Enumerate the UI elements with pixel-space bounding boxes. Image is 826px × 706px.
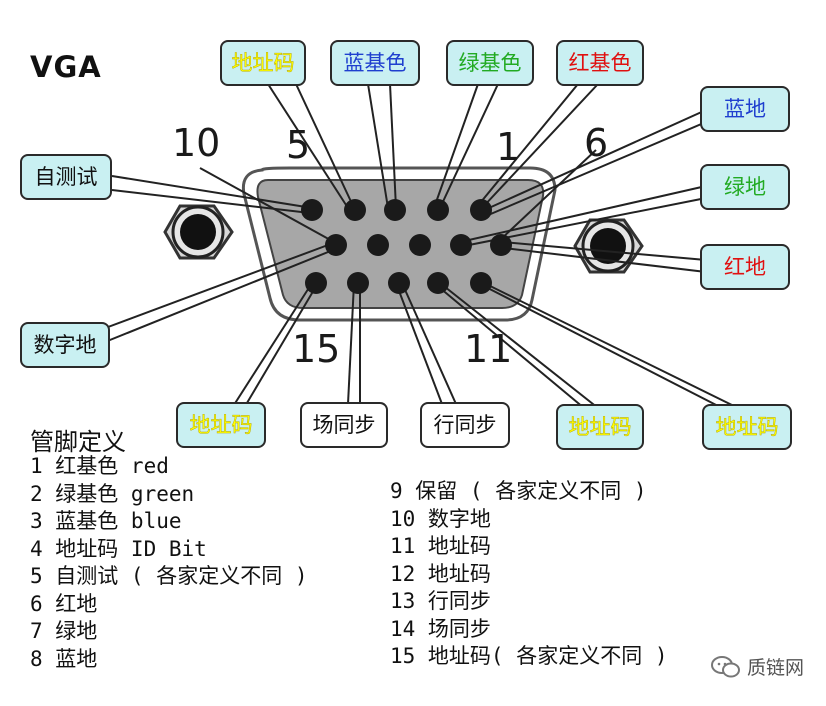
pin-number-5: 5: [286, 123, 311, 167]
callout-blue-base: 蓝基色: [330, 40, 420, 86]
pin-definition-list-right: 9 保留 ( 各家定义不同 ) 10 数字地 11 地址码 12 地址码 13 …: [390, 478, 668, 671]
pin-11: [470, 272, 492, 294]
diagram-title: VGA: [30, 50, 102, 84]
callout-address-code-bottom-right: 地址码: [702, 404, 792, 450]
pin-6: [490, 234, 512, 256]
pin-number-15: 15: [292, 327, 341, 371]
callout-blue-ground: 蓝地: [700, 86, 790, 132]
pin-1: [470, 199, 492, 221]
pin-14: [347, 272, 369, 294]
callout-address-code-bottom-left: 地址码: [176, 402, 266, 448]
pin-grid: [301, 199, 512, 294]
pin-10: [325, 234, 347, 256]
pin-definition-row: 10 数字地: [390, 506, 491, 531]
pin-number-11: 11: [464, 327, 513, 371]
pin-12: [427, 272, 449, 294]
pin-definition-row: 2 绿基色 green: [30, 481, 195, 506]
pin-definition-row: 3 蓝基色 blue: [30, 509, 182, 533]
wechat-icon: [710, 655, 741, 679]
pin-13: [388, 272, 410, 294]
pin-definition-row: 13 行同步: [390, 589, 491, 613]
pin-2: [427, 199, 449, 221]
callout-address-code-top: 地址码: [220, 40, 306, 86]
callout-green-ground: 绿地: [700, 164, 790, 210]
pin-definition-row: 6 红地: [30, 591, 98, 616]
pin-definition-row: 1 红基色 red: [30, 454, 169, 478]
pin-3: [384, 199, 406, 221]
pin-15: [305, 272, 327, 294]
watermark: 质链网: [710, 653, 804, 680]
pin-definition-heading: 管脚定义: [30, 428, 126, 456]
pin-definition-row: 7 绿地: [30, 619, 98, 643]
pin-definition-row: 5 自测试 ( 各家定义不同 ): [30, 564, 308, 588]
callout-hsync: 行同步: [420, 402, 510, 448]
leader-lines: [99, 83, 739, 409]
pin-5: [301, 199, 323, 221]
pin-8: [409, 234, 431, 256]
pin-definition-row: 12 地址码: [390, 561, 491, 586]
pin-7: [450, 234, 472, 256]
callout-vsync: 场同步: [300, 402, 388, 448]
pin-definition-list-left: 1 红基色 red 2 绿基色 green 3 蓝基色 blue 4 地址码 I…: [30, 453, 308, 673]
callout-self-test: 自测试: [20, 154, 112, 200]
pin-definition-row: 14 场同步: [390, 616, 491, 641]
pin-4: [344, 199, 366, 221]
pin-number-10: 10: [172, 121, 221, 165]
left-screw: [163, 204, 234, 260]
pin-number-6: 6: [584, 121, 609, 165]
pin-definition-row: 8 蓝地: [30, 646, 98, 671]
callout-address-code-bottom-mid: 地址码: [556, 404, 644, 450]
pin-definition-row: 15 地址码( 各家定义不同 ): [390, 644, 668, 668]
callout-digital-ground: 数字地: [20, 322, 110, 368]
pin-number-1: 1: [496, 125, 521, 169]
pin-definition-row: 9 保留 ( 各家定义不同 ): [390, 479, 647, 503]
pin-definition-row: 4 地址码 ID Bit: [30, 536, 207, 561]
callout-green-base: 绿基色: [446, 40, 534, 86]
pin-9: [367, 234, 389, 256]
pin-definition-row: 11 地址码: [390, 534, 491, 558]
callout-red-ground: 红地: [700, 244, 790, 290]
callout-red-base: 红基色: [556, 40, 644, 86]
watermark-text: 质链网: [746, 657, 804, 679]
